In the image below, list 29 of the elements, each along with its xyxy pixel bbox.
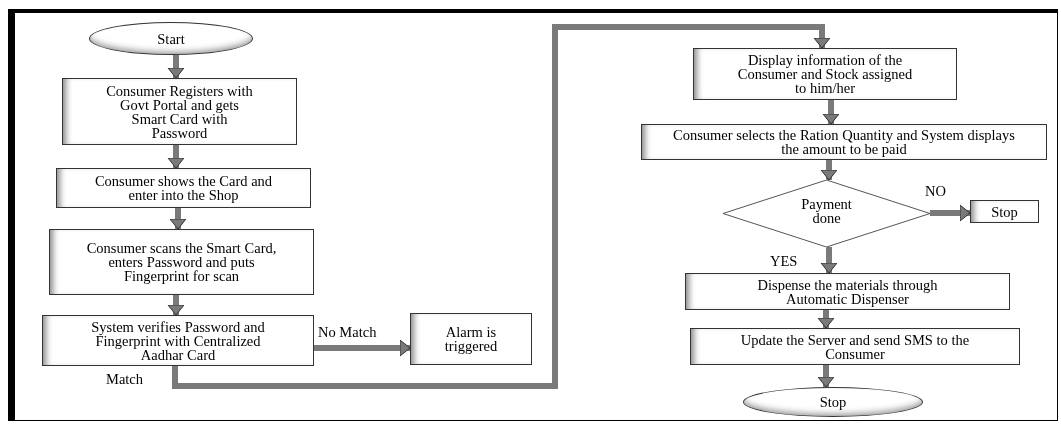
arrow	[169, 208, 187, 230]
process-box: Update the Server and send SMS to the Consumer	[690, 328, 1020, 365]
edge-label: No Match	[318, 325, 377, 339]
process-box: System verifies Password and Fingerprint with Centralized Aadhar Card	[42, 315, 314, 366]
arrow	[822, 100, 840, 125]
stop-terminal: Stop	[743, 387, 923, 417]
arrow	[820, 247, 838, 274]
arrow	[167, 55, 185, 79]
process-box: Dispense the materials through Automatic Dispenser	[685, 273, 1010, 310]
arrow	[820, 160, 838, 181]
arrow	[817, 365, 835, 388]
arrow	[167, 145, 185, 169]
arrow	[172, 24, 831, 389]
arrow	[817, 310, 835, 329]
edge-label: NO	[925, 184, 946, 198]
arrow	[167, 295, 185, 316]
process-box: Alarm is triggered	[410, 313, 532, 365]
arrow	[930, 204, 971, 222]
process-box: Consumer selects the Ration Quantity and System displays the amount to be paid	[641, 124, 1047, 160]
stop-box: Stop	[970, 200, 1039, 223]
process-box: Consumer shows the Card and enter into the Shop	[56, 168, 311, 208]
arrow	[314, 339, 411, 357]
edge-label: Match	[106, 372, 144, 386]
process-box: Display information of the Consumer and Stock assigned to him/her	[693, 48, 957, 100]
node-text: Payment done	[800, 196, 853, 225]
process-box: Consumer scans the Smart Card, enters Password and puts Fingerprint for scan	[49, 229, 314, 295]
start-terminal: Start	[89, 22, 253, 55]
edge-label: YES	[770, 254, 798, 268]
process-box: Consumer Registers with Govt Portal and gets Smart Card with Password	[62, 78, 297, 145]
